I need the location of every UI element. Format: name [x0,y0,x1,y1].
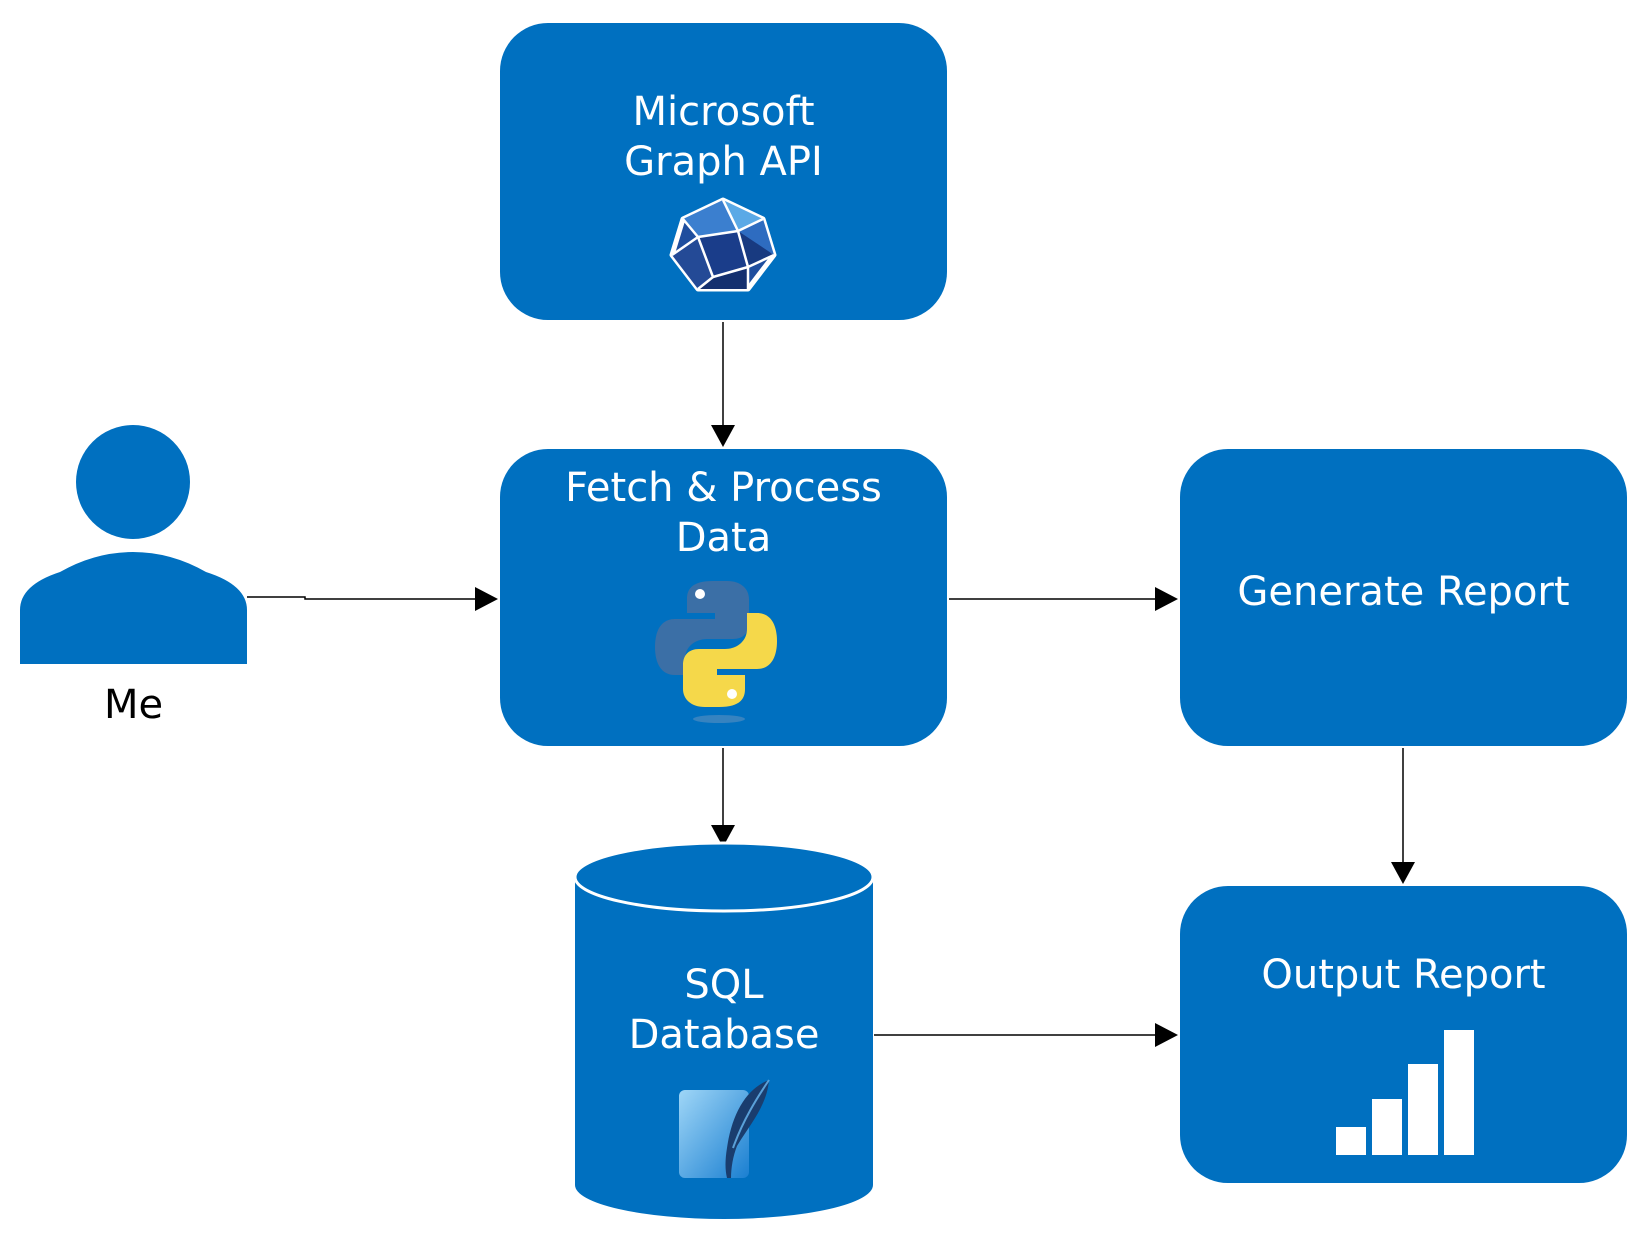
fetch-label-line2: Data [675,515,772,561]
edge-me-to-fetch [247,587,498,611]
user-label: Me [103,682,164,728]
database-label: SQL Database [575,960,873,1060]
output-label: Output Report [1261,952,1546,998]
edge-database-to-output [874,1023,1178,1047]
sqlite-icon [679,1079,770,1178]
generate-label: Generate Report [1237,569,1570,615]
output-report-node: Output Report [1180,886,1627,1183]
edge-fetch-to-generate [949,587,1178,611]
generate-report-node: Generate Report [1180,449,1627,746]
bar-chart-icon [1336,1030,1474,1155]
database-cylinder [573,841,875,1219]
graph-api-icon [669,197,777,292]
person-icon [20,425,247,664]
graph-api-label-line2: Graph API [624,139,823,185]
database-label-line1: SQL [684,962,764,1008]
fetch-process-node: Fetch & Process Data [500,449,947,746]
graph-api-node: Microsoft Graph API [500,23,947,320]
graph-api-label-line1: Microsoft [632,89,815,135]
edge-graph-api-to-fetch [711,322,735,447]
database-label-line2: Database [628,1012,820,1058]
edge-fetch-to-database [711,748,735,847]
edge-generate-to-output [1391,748,1415,884]
python-icon [655,581,777,723]
fetch-label-line1: Fetch & Process [565,465,882,511]
